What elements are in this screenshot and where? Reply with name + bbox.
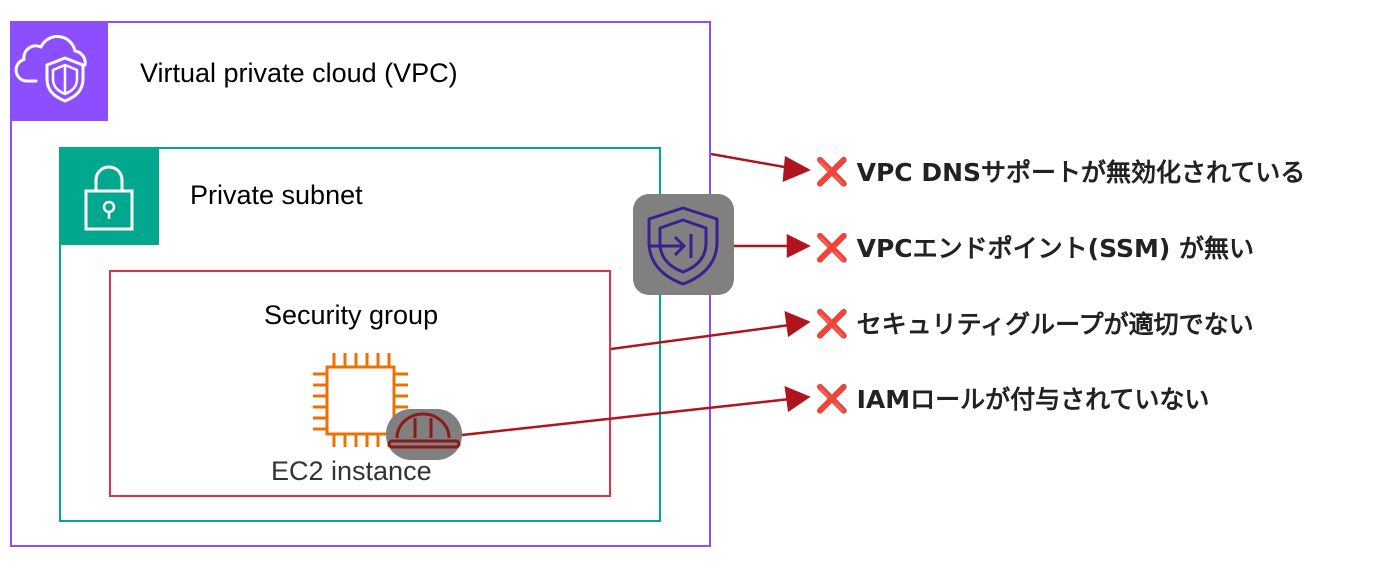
issue-iam-role: ❌IAMロールが付与されていない — [815, 380, 1209, 416]
security-group-container — [109, 270, 611, 497]
issue-security-group: ❌セキュリティグループが適切でない — [815, 305, 1254, 341]
cross-mark-icon: ❌ — [815, 309, 849, 340]
issue-text: セキュリティグループが適切でない — [856, 310, 1254, 339]
hard-hat-icon — [386, 409, 462, 460]
security-group-title: Security group — [264, 300, 439, 330]
arrow-vpc-dns — [710, 152, 791, 170]
private-subnet-container — [59, 147, 661, 522]
issue-text: VPC DNSサポートが無効化されている — [856, 158, 1306, 187]
issue-text: VPCエンドポイント(SSM) が無い — [856, 234, 1254, 263]
cross-mark-icon: ❌ — [815, 384, 849, 415]
subnet-title: Private subnet — [190, 180, 363, 210]
vpc-title: Virtual private cloud (VPC) — [140, 58, 458, 88]
padlock-icon — [59, 147, 159, 245]
cross-mark-icon: ❌ — [815, 233, 849, 264]
ec2-instance-label: EC2 instance — [271, 456, 432, 486]
issue-vpc-dns: ❌VPC DNSサポートが無効化されている — [815, 153, 1305, 189]
arrow-security-group — [610, 323, 791, 351]
issue-arrows — [461, 152, 811, 437]
issue-text: IAMロールが付与されていない — [856, 385, 1210, 414]
issue-vpc-endpoint: ❌VPCエンドポイント(SSM) が無い — [815, 229, 1254, 265]
arrow-iam-role — [461, 397, 791, 437]
cloud-shield-icon — [10, 21, 108, 121]
endpoint-shield-icon — [633, 194, 734, 295]
cross-mark-icon: ❌ — [815, 157, 849, 188]
